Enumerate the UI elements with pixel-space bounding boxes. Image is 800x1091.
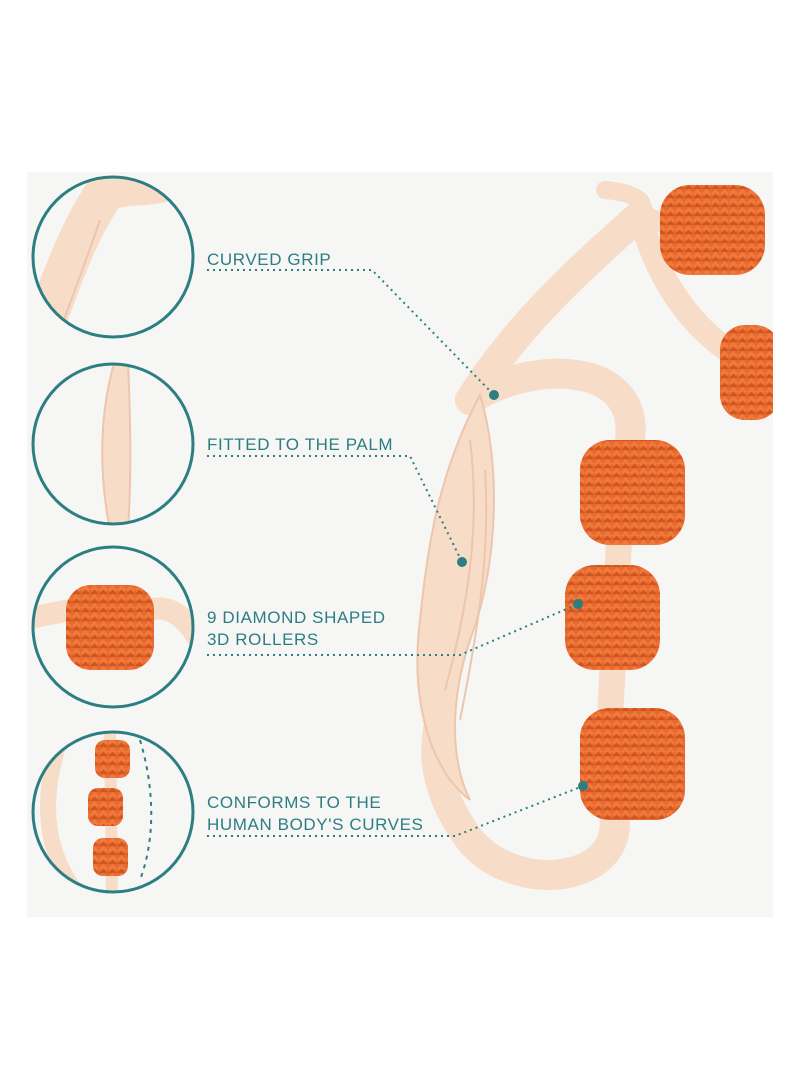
detail-circle-curved-grip bbox=[31, 175, 195, 339]
label-fitted-palm: FITTED TO THE PALM bbox=[207, 434, 393, 456]
massager-product bbox=[416, 181, 773, 890]
label-line: 3D ROLLERS bbox=[207, 630, 319, 649]
callout-dots bbox=[457, 390, 588, 791]
label-body-curves: CONFORMS TO THE HUMAN BODY'S CURVES bbox=[207, 792, 423, 836]
label-diamond-rollers: 9 DIAMOND SHAPED 3D ROLLERS bbox=[207, 607, 386, 651]
detail-circle-rollers bbox=[31, 545, 195, 709]
label-line: HUMAN BODY'S CURVES bbox=[207, 815, 424, 834]
detail-circle-fitted-palm bbox=[31, 362, 195, 526]
label-line: FITTED TO THE PALM bbox=[207, 435, 394, 454]
label-line: CURVED GRIP bbox=[207, 250, 332, 269]
callout-lines bbox=[207, 269, 584, 837]
label-curved-grip: CURVED GRIP bbox=[207, 249, 331, 271]
label-line: CONFORMS TO THE bbox=[207, 793, 382, 812]
label-line: 9 DIAMOND SHAPED bbox=[207, 608, 386, 627]
detail-circle-body-curves bbox=[31, 730, 195, 894]
